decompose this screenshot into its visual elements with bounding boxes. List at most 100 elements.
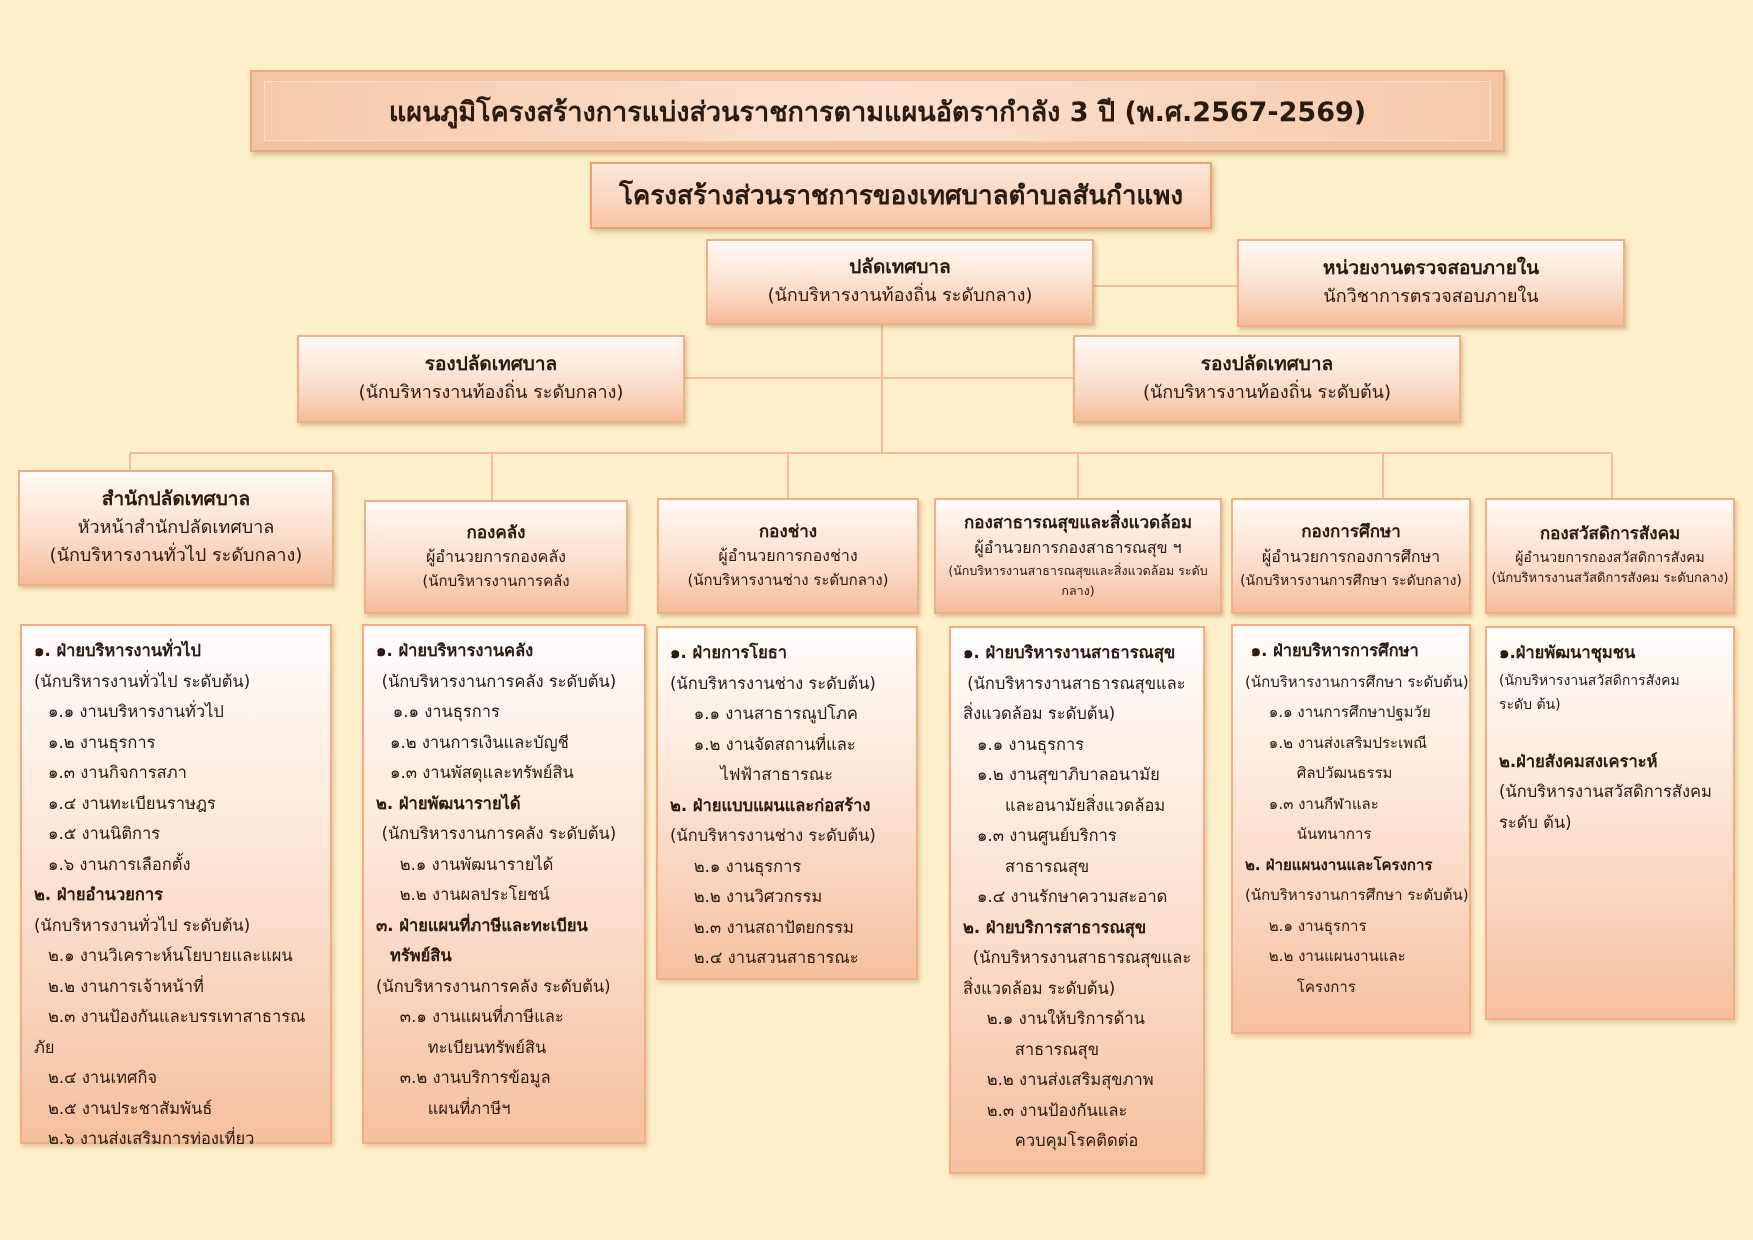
division-header-education: กองการศึกษา ผู้อำนวยการกองการศึกษา (นักบ…: [1231, 498, 1471, 614]
list-item: ๑.๖ งานการเลือกตั้ง: [48, 854, 191, 874]
division-title: กองช่าง: [758, 521, 818, 542]
list-item: ๑.๒ งานสุขาภิบาลอนามัย: [977, 765, 1160, 784]
list-item: ๑.๕ งานนิติการ: [48, 824, 161, 843]
division-header-office: สำนักปลัดเทศบาล หัวหน้าสำนักปลัดเทศบาล (…: [18, 470, 334, 586]
division-head: ผู้อำนวยการกองช่าง: [718, 546, 858, 566]
division-header-engineering: กองช่าง ผู้อำนวยการกองช่าง (นักบริหารงาน…: [657, 498, 919, 614]
list-item: ๒.๔ งานสวนสาธารณะ: [693, 948, 859, 967]
list-item: ๒.๑ งานธุรการ: [693, 856, 802, 876]
deputy-palad-left-position: (นักบริหารงานท้องถิ่น ระดับกลาง): [358, 381, 624, 403]
section-heading: ๒.ฝ่ายสังคมสงเคราะห์: [1499, 751, 1658, 771]
list-item: ๑.๑ งานธุรการ: [977, 734, 1085, 754]
division-title: กองสวัสดิการสังคม: [1539, 524, 1681, 545]
list-item: ๑.๒ งานส่งเสริมประเพณี: [1268, 733, 1428, 752]
list-item: ๒.๒ งานการเจ้าหน้าที่: [48, 976, 204, 996]
list-item: ๒.๒ งานผลประโยชน์: [399, 885, 550, 904]
division-head: ผู้อำนวยการกองคลัง: [426, 547, 566, 567]
list-item: (นักบริหารงานช่าง ระดับต้น): [670, 673, 876, 693]
division-head: หัวหน้าสำนักปลัดเทศบาล: [77, 516, 275, 538]
division-header-finance: กองคลัง ผู้อำนวยการกองคลัง (นักบริหารงาน…: [364, 500, 628, 614]
list-item: ๒.๒ งานแผนงานและ: [1268, 947, 1406, 965]
division-position: (นักบริหารงานการศึกษา ระดับกลาง): [1240, 572, 1462, 589]
list-item: ๑.๑ งานบริหารงานทั่วไป: [48, 702, 224, 721]
palad-position: (นักบริหารงานท้องถิ่น ระดับกลาง): [767, 284, 1033, 306]
list-item: ๒.๑ งานธุรการ: [1268, 916, 1367, 935]
list-item: ๑.๒ งานจัดสถานที่และ: [693, 734, 856, 754]
list-item: (นักบริหารงานการศึกษา ระดับต้น): [1245, 886, 1469, 904]
list-item: โครงการ: [1296, 977, 1356, 996]
list-item: สิ่งแวดล้อม ระดับต้น): [963, 704, 1116, 723]
list-item: ๑.๔ งานรักษาความสะอาด: [977, 887, 1168, 906]
section-heading: ๒. ฝ่ายแผนงานและโครงการ: [1245, 855, 1433, 874]
section-heading: ๑.ฝ่ายพัฒนาชุมชน: [1499, 643, 1636, 662]
list-item: [1499, 717, 1721, 747]
list-item: ๒.๒ งานวิศวกรรม: [693, 887, 823, 906]
list-item: ภัย: [34, 1037, 55, 1057]
chart-title: แผนภูมิโครงสร้างการแบ่งส่วนราชการตามแผนอ…: [264, 81, 1491, 141]
section-heading: ทรัพย์สิน: [390, 946, 452, 965]
list-item: ๒.๓ งานป้องกันและ: [986, 1100, 1128, 1120]
section-heading: ๒. ฝ่ายพัฒนารายได้: [376, 793, 521, 813]
list-item: ระดับ ต้น): [1499, 812, 1572, 832]
list-item: ๑.๔ งานทะเบียนราษฎร: [48, 793, 216, 813]
section-heading: ๑. ฝ่ายบริหารงานสาธารณสุข: [963, 643, 1176, 662]
list-item: นันทนาการ: [1296, 825, 1372, 843]
division-position: (นักบริหารงานสาธารณสุขและสิ่งแวดล้อม ระด…: [948, 562, 1208, 598]
section-heading: ๒. ฝ่ายบริการสาธารณสุข: [963, 917, 1147, 937]
organization-subtitle: โครงสร้างส่วนราชการของเทศบาลตำบลสันกำแพง: [590, 162, 1212, 229]
list-item: (นักบริหารงานสวัสดิการสังคม: [1499, 672, 1680, 689]
deputy-palad-right-box: รองปลัดเทศบาล (นักบริหารงานท้องถิ่น ระดั…: [1073, 335, 1461, 423]
section-heading: ๒. ฝ่ายแบบแผนและก่อสร้าง: [670, 795, 871, 815]
list-item: ไฟฟ้าสาธารณะ: [720, 765, 834, 784]
division-title: กองการศึกษา: [1301, 522, 1401, 543]
list-item: (นักบริหารงานทั่วไป ระดับต้น): [34, 915, 251, 935]
section-heading: ๑. ฝ่ายบริหารงานทั่วไป: [34, 641, 201, 660]
list-item: (นักบริหารงานการคลัง ระดับต้น): [381, 824, 617, 843]
list-item: ๑.๓ งานพัสดุและทรัพย์สิน: [390, 763, 574, 782]
list-item: ๑.๑ งานธุรการ: [392, 702, 500, 721]
division-list-education: ๑. ฝ่ายบริหารการศึกษา(นักบริหารงานการศึก…: [1231, 624, 1471, 1034]
division-list-finance: ๑. ฝ่ายบริหารงานคลัง(นักบริหารงานการคลัง…: [362, 624, 646, 1144]
division-head: ผู้อำนวยการกองสวัสดิการสังคม: [1515, 549, 1705, 566]
chart-title-banner: แผนภูมิโครงสร้างการแบ่งส่วนราชการตามแผนอ…: [250, 70, 1505, 152]
list-item: ๒.๖ งานส่งเสริมการท่องเที่ยว: [48, 1129, 255, 1148]
list-item: สาธารณสุข: [1005, 856, 1090, 876]
deputy-palad-left-box: รองปลัดเทศบาล (นักบริหารงานท้องถิ่น ระดั…: [297, 335, 685, 423]
division-position: (นักบริหารงานสวัสดิการสังคม ระดับกลาง): [1491, 571, 1729, 587]
division-title: สำนักปลัดเทศบาล: [101, 488, 251, 511]
division-title: กองคลัง: [466, 522, 526, 543]
list-item: ทะเบียนทรัพย์สิน: [427, 1037, 547, 1057]
list-item: (นักบริหารงานสาธารณสุขและ: [967, 673, 1186, 693]
division-head: ผู้อำนวยการกองการศึกษา: [1261, 546, 1441, 566]
division-list-public-health: ๑. ฝ่ายบริหารงานสาธารณสุข (นักบริหารงานสา…: [949, 626, 1205, 1174]
internal-audit-title: หน่วยงานตรวจสอบภายใน: [1322, 257, 1540, 280]
division-title: กองสาธารณสุขและสิ่งแวดล้อม: [963, 513, 1193, 534]
division-position: (นักบริหารงานช่าง ระดับกลาง): [687, 571, 889, 590]
list-item: สาธารณสุข: [1014, 1039, 1099, 1059]
list-item: (นักบริหารงานช่าง ระดับต้น): [670, 826, 876, 845]
list-item: ๑.๒ งานการเงินและบัญชี: [390, 732, 569, 752]
internal-audit-position: นักวิชาการตรวจสอบภายใน: [1323, 285, 1539, 307]
list-item: (นักบริหารงานทั่วไป ระดับต้น): [34, 671, 251, 691]
list-item: ระดับ ต้น): [1499, 696, 1561, 713]
list-item: ๑.๓ งานศูนย์บริการ: [977, 826, 1117, 845]
deputy-palad-right-title: รองปลัดเทศบาล: [1200, 353, 1334, 376]
section-heading: ๒. ฝ่ายอำนวยการ: [34, 885, 163, 904]
list-item: ๒.๓ งานสถาปัตยกรรม: [693, 917, 854, 937]
internal-audit-box: หน่วยงานตรวจสอบภายใน นักวิชาการตรวจสอบภา…: [1237, 239, 1625, 327]
division-position: (นักบริหารงานการคลัง: [422, 572, 570, 591]
list-item: (นักบริหารงานสาธารณสุขและ: [972, 948, 1192, 967]
list-item: (นักบริหารงานสวัสดิการสังคม: [1499, 782, 1712, 801]
list-item: ๒.๔ งานเทศกิจ: [48, 1068, 158, 1087]
list-item: ๑.๑ งานสาธารณูปโภค: [693, 704, 858, 723]
division-position: (นักบริหารงานทั่วไป ระดับกลาง): [49, 544, 303, 566]
deputy-palad-left-title: รองปลัดเทศบาล: [424, 353, 558, 376]
list-item: และอนามัยสิ่งแวดล้อม: [1005, 795, 1166, 815]
division-head: ผู้อำนวยการกองสาธารณสุข ฯ: [974, 537, 1182, 557]
list-item: ๑.๓ งานกีฬาและ: [1268, 794, 1379, 813]
list-item: ๑.๓ งานกิจการสภา: [48, 763, 187, 782]
list-item: ๒.๒ งานส่งเสริมสุขภาพ: [986, 1070, 1154, 1089]
list-item: ๒.๑ งานให้บริการด้าน: [986, 1009, 1145, 1028]
section-heading: ๓. ฝ่ายแผนที่ภาษีและทะเบียน: [376, 915, 588, 935]
